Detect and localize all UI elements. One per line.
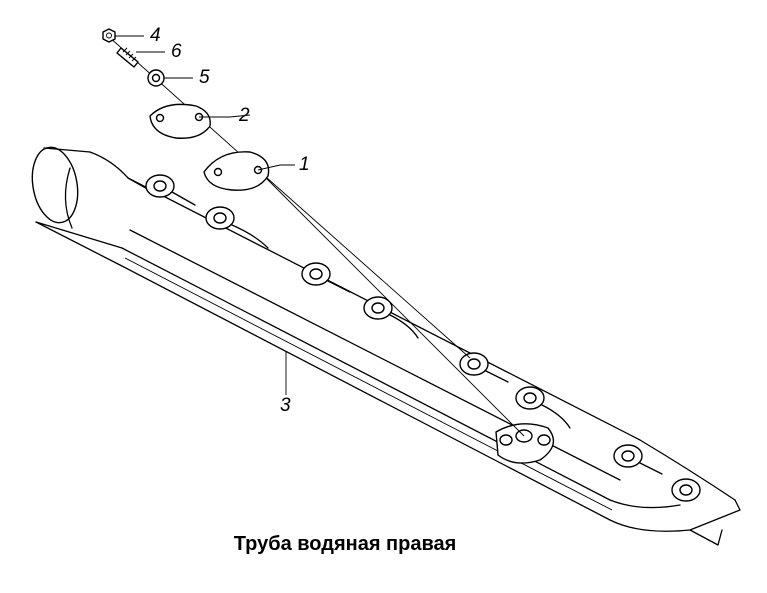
callout-3: 3 — [280, 395, 291, 416]
cover-plate — [149, 103, 211, 139]
stud — [116, 47, 139, 68]
pipe-lugs — [145, 174, 701, 502]
lug — [459, 352, 509, 383]
lug — [363, 296, 419, 339]
diagram-title: Труба водяная правая — [233, 533, 457, 555]
lug — [205, 206, 269, 249]
callout-6: 6 — [171, 41, 182, 62]
callout-1: 1 — [299, 154, 310, 175]
lug — [515, 386, 571, 429]
lug — [145, 174, 196, 206]
nut — [102, 28, 116, 43]
lug-flange — [495, 423, 555, 464]
lug — [613, 444, 663, 475]
callout-5: 5 — [199, 67, 210, 88]
lug — [671, 478, 701, 502]
assembly-axis-line-2 — [257, 169, 525, 437]
pipe-body — [31, 146, 741, 546]
lug — [301, 262, 351, 293]
gasket — [203, 151, 270, 191]
washer — [147, 69, 165, 87]
leader-lines — [115, 35, 295, 395]
callout-4: 4 — [150, 25, 161, 46]
callout-2: 2 — [238, 105, 250, 126]
